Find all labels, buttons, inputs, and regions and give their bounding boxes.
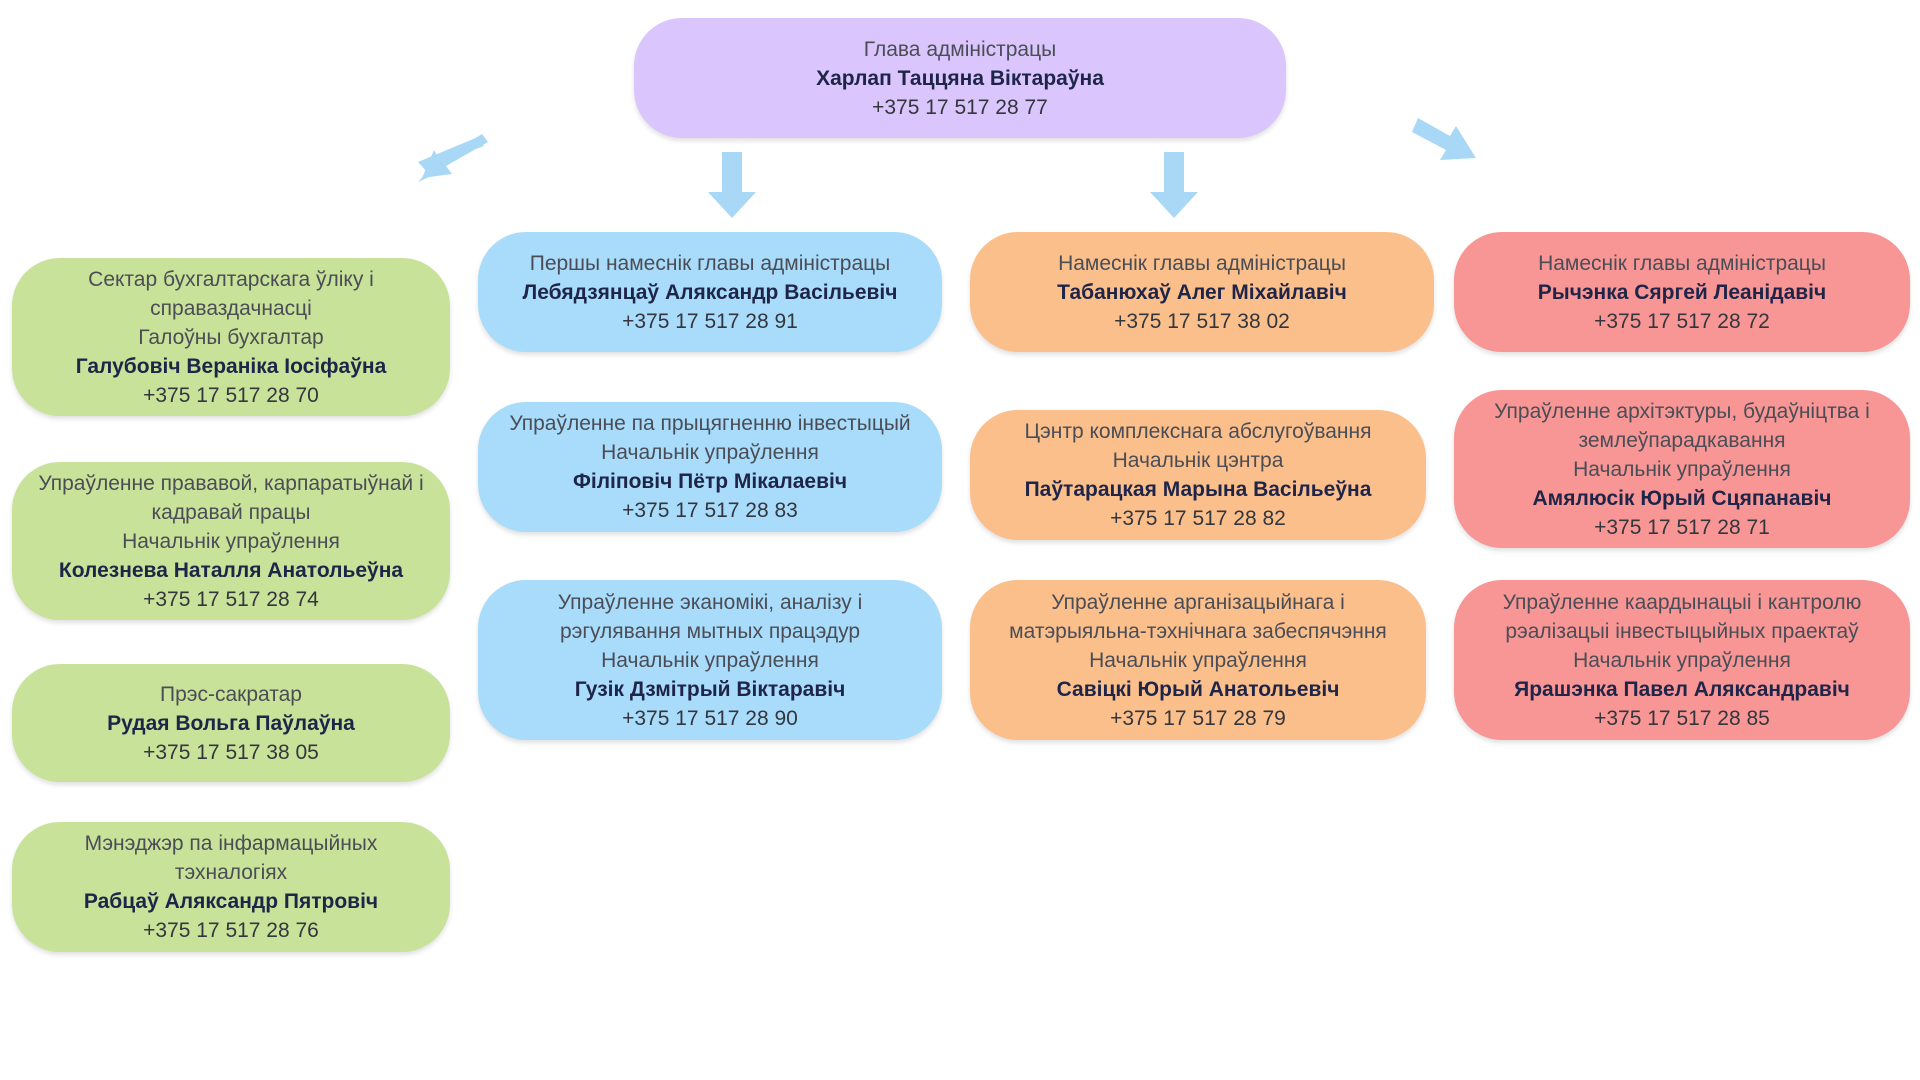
col2-box-investment: Упраўленне па прыцягненню інвестыцый Нач… <box>478 402 942 532</box>
box-line: Мэнэджэр па інфармацыйных <box>84 832 378 855</box>
col2-box-economy: Упраўленне эканомікі, аналізу і рэгулява… <box>478 580 942 740</box>
box-line: Прэс-сакратар <box>160 682 302 706</box>
col1-box-legal: Упраўленне прававой, карпаратыўнай і кад… <box>12 462 450 620</box>
box-line: Упраўленне арганізацыйнага і <box>1051 590 1345 614</box>
box-phone: +375 17 517 38 05 <box>143 740 319 764</box>
box-phone: +375 17 517 28 79 <box>1110 706 1286 730</box>
box-name: Рычэнка Сяргей Леанідавіч <box>1537 280 1827 304</box>
box-line: Упраўленне прававой, карпаратыўнай і <box>38 471 424 495</box>
box-name: Колезнева Наталля Анатольеўна <box>58 558 404 582</box>
box-line: Першы намеснік главы адміністрацы <box>529 251 891 275</box>
col3-box-service-center: Цэнтр комплекснага абслугоўвання Начальн… <box>970 410 1426 540</box>
col1-box-accounting: Сектар бухгалтарскага ўліку і справаздач… <box>12 258 450 416</box>
col2-box-first-deputy: Першы намеснік главы адміністрацы Лебядз… <box>478 232 942 352</box>
box-line: кадравай працы <box>151 500 311 524</box>
box-phone: +375 17 517 28 72 <box>1594 309 1770 333</box>
col4-box-architecture: Упраўленне архітэктуры, будаўніцтва і зе… <box>1454 390 1910 548</box>
box-name: Гузік Дзмітрый Віктаравіч <box>574 677 846 701</box>
head-box: Глава адміністрацы Харлап Таццяна Віктар… <box>634 18 1286 138</box>
box-line: Начальнік упраўлення <box>1089 648 1307 672</box>
box-phone: +375 17 517 28 85 <box>1594 706 1770 730</box>
box-line: Упраўленне каардынацыі і кантролю <box>1502 590 1862 614</box>
box-line: Начальнік упраўлення <box>601 441 819 464</box>
box-phone: +375 17 517 28 91 <box>622 309 798 333</box>
box-phone: +375 17 517 28 82 <box>1110 507 1286 530</box>
box-name: Амялюсік Юрый Сцяпанавіч <box>1532 486 1832 510</box>
box-name: Паўтарацкая Марына Васільеўна <box>1024 478 1372 501</box>
box-line: землеўпарадкавання <box>1578 428 1786 452</box>
head-name: Харлап Таццяна Віктараўна <box>816 66 1104 90</box>
head-title: Глава адміністрацы <box>863 37 1057 61</box>
head-phone: +375 17 517 28 77 <box>872 95 1048 119</box>
box-phone: +375 17 517 28 74 <box>143 587 319 611</box>
box-line: справаздачнасці <box>150 296 312 320</box>
box-line: рэгулявання мытных працэдур <box>559 619 861 643</box>
box-line: Начальнік упраўлення <box>1573 457 1791 481</box>
box-line: Сектар бухгалтарскага ўліку і <box>88 267 374 291</box>
box-phone: +375 17 517 28 83 <box>622 499 798 522</box>
box-name: Лебядзянцаў Аляксандр Васільевіч <box>522 280 898 304</box>
col3-box-deputy: Намеснік главы адміністрацы Табанюхаў Ал… <box>970 232 1434 352</box>
box-phone: +375 17 517 28 90 <box>622 706 798 730</box>
box-name: Савіцкі Юрый Анатольевіч <box>1056 677 1340 701</box>
box-line: Начальнік упраўлення <box>1573 648 1791 672</box>
col1-box-press: Прэс-сакратар Рудая Вольга Паўлаўна +375… <box>12 664 450 782</box>
col4-box-deputy: Намеснік главы адміністрацы Рычэнка Сярг… <box>1454 232 1910 352</box>
box-line: матэрыяльна-тэхнічнага забеспячэння <box>1009 619 1387 643</box>
box-name: Рудая Вольга Паўлаўна <box>107 711 355 735</box>
box-line: Намеснік главы адміністрацы <box>1058 251 1346 275</box>
box-name: Ярашэнка Павел Аляксандравіч <box>1514 677 1850 701</box>
box-name: Галубовіч Вераніка Іосіфаўна <box>75 354 387 378</box>
col4-box-coordination: Упраўленне каардынацыі і кантролю рэаліз… <box>1454 580 1910 740</box>
box-name: Філіповіч Пётр Мікалаевіч <box>572 470 848 493</box>
box-line: Упраўленне эканомікі, аналізу і <box>557 590 863 614</box>
col3-box-organizational: Упраўленне арганізацыйнага і матэрыяльна… <box>970 580 1426 740</box>
box-line: Галоўны бухгалтар <box>138 325 324 349</box>
box-name: Рабцаў Аляксандр Пятровіч <box>83 890 379 913</box>
box-line: Упраўленне архітэктуры, будаўніцтва і <box>1494 399 1870 423</box>
box-line: Упраўленне па прыцягненню інвестыцый <box>509 412 911 435</box>
col1-box-it: Мэнэджэр па інфармацыйных тэхналогіях Ра… <box>12 822 450 952</box>
box-phone: +375 17 517 28 76 <box>143 919 319 942</box>
box-phone: +375 17 517 38 02 <box>1114 309 1290 333</box>
box-line: Цэнтр комплекснага абслугоўвання <box>1024 420 1372 443</box>
box-name: Табанюхаў Алег Міхайлавіч <box>1057 280 1347 304</box>
box-line: Намеснік главы адміністрацы <box>1538 251 1826 275</box>
box-line: Начальнік упраўлення <box>601 648 819 672</box>
box-phone: +375 17 517 28 71 <box>1594 515 1770 539</box>
box-line: тэхналогіях <box>174 861 288 884</box>
box-line: Начальнік упраўлення <box>122 529 340 553</box>
box-line: рэалізацыі інвестыцыйных праектаў <box>1505 619 1859 643</box>
box-phone: +375 17 517 28 70 <box>143 383 319 407</box>
box-line: Начальнік цэнтра <box>1112 449 1284 472</box>
